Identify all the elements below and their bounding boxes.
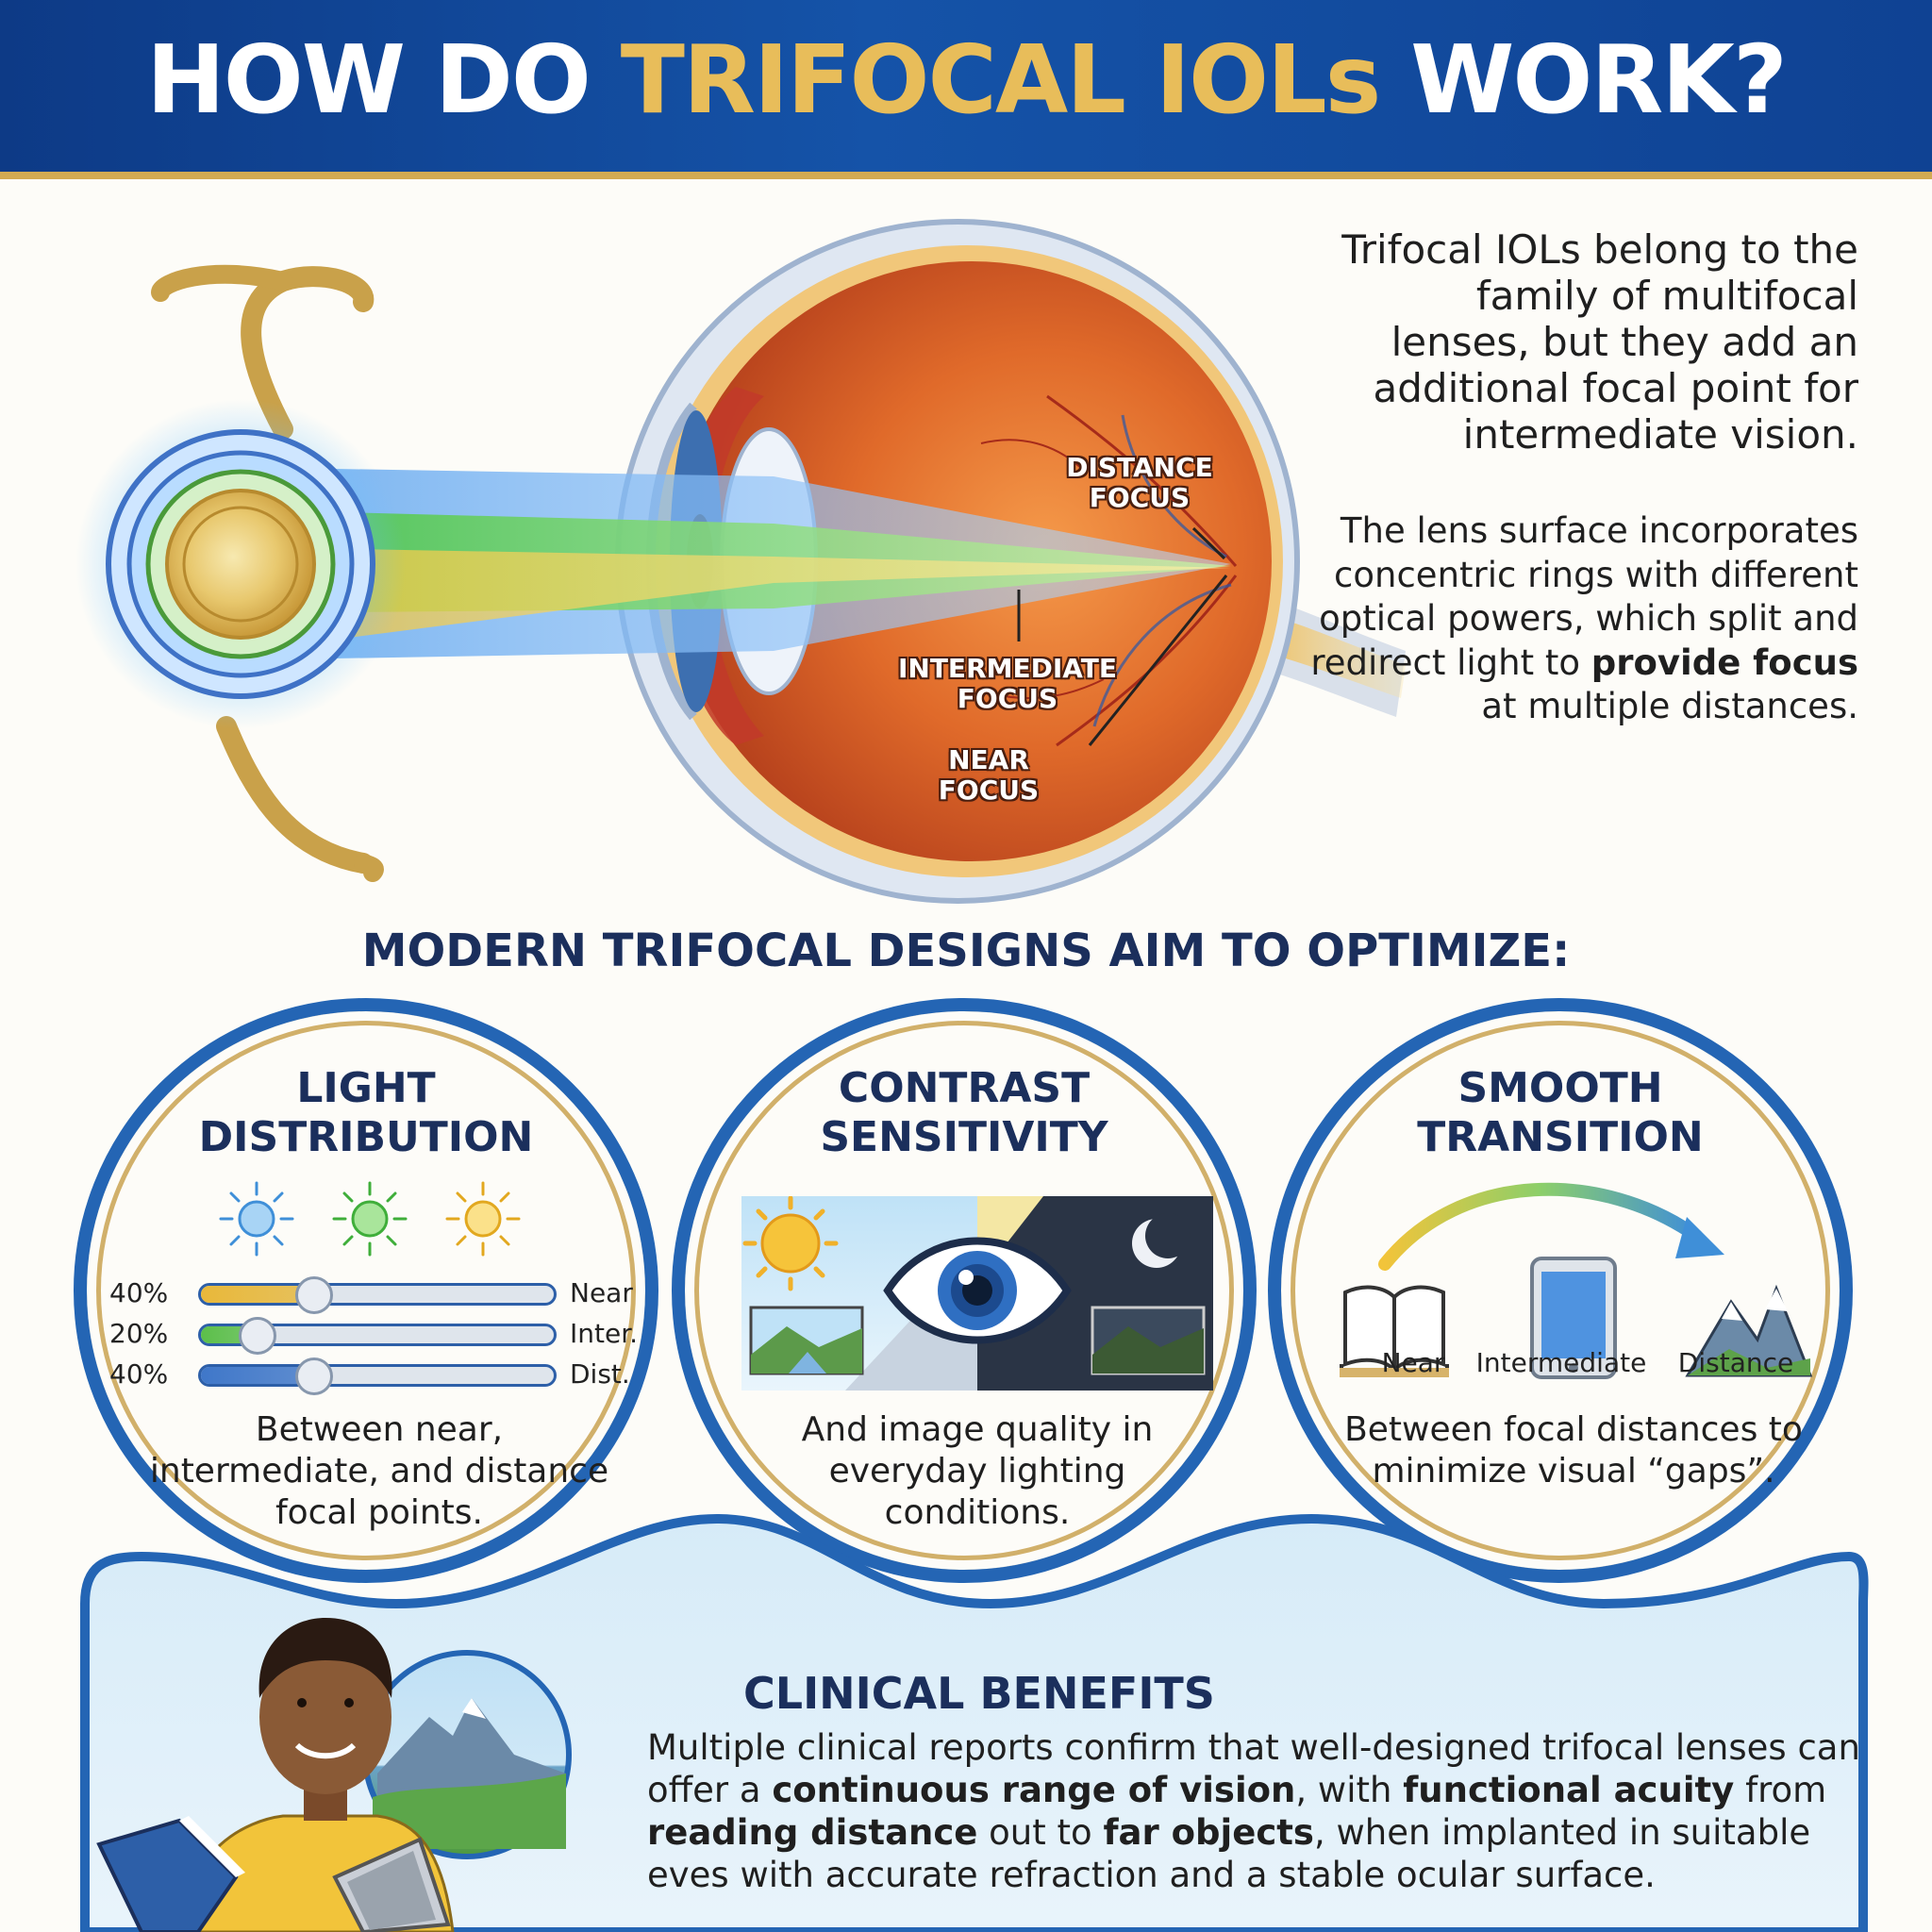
intro-paragraph-1: Trifocal IOLs belong to the family of mu… — [1341, 226, 1858, 458]
sun-icon — [742, 1196, 839, 1291]
title-highlight: TRIFOCAL IOLs — [620, 25, 1382, 135]
bar-percent-inter: 20% — [109, 1318, 169, 1349]
transition-title-line2: TRANSITION — [1417, 1113, 1704, 1161]
title-pre: HOW DO — [146, 25, 621, 135]
transition-label-near: Near — [1381, 1347, 1445, 1378]
intro-paragraph-2: The lens surface incorporates concentric… — [1292, 509, 1858, 729]
clin-t4: out to — [977, 1812, 1104, 1853]
transition-arrow — [1378, 1182, 1703, 1271]
light-title-line1: LIGHT — [296, 1064, 436, 1112]
page-title: HOW DO TRIFOCAL IOLs WORK? — [0, 25, 1932, 135]
clin-t1: Multiple clinical reports confirm that w… — [647, 1727, 1860, 1810]
bar-percent-dist: 40% — [109, 1358, 169, 1390]
light-title-line2: DISTRIBUTION — [198, 1113, 534, 1161]
bar-knob-inter — [238, 1317, 276, 1355]
intro-p2-text-end: at multiple distances. — [1481, 686, 1858, 726]
eye-icon — [883, 1237, 1072, 1344]
clin-t2: , with — [1295, 1770, 1404, 1810]
bar-label-inter: Inter. — [570, 1318, 639, 1349]
contrast-title-line2: SENSITIVITY — [820, 1113, 1108, 1161]
bar-percent-near: 40% — [109, 1277, 169, 1308]
day-landscape-photo — [749, 1306, 864, 1375]
bar-track-dist — [198, 1357, 557, 1395]
intro-p2-text: The lens surface incorporates concentric… — [1310, 510, 1858, 683]
landscape-photo — [362, 1650, 572, 1859]
bar-knob-near — [294, 1276, 333, 1314]
transition-label-distance: Distance — [1677, 1347, 1794, 1378]
day-night-eye-graphic — [741, 1196, 1213, 1391]
book-icon — [1340, 1285, 1449, 1377]
contrast-title-line1: CONTRAST — [838, 1064, 1091, 1112]
circle-desc-contrast: And image quality in everyday lighting c… — [801, 1410, 1154, 1532]
clin-b1: continuous range of vision — [772, 1770, 1296, 1810]
bar-fill-near — [201, 1286, 314, 1303]
intro-p2-bold: provide focus — [1591, 641, 1858, 683]
mountain-icon — [1685, 1284, 1813, 1377]
near-focus-label: NEAR FOCUS — [938, 744, 1040, 806]
eye-iol-illustration — [75, 219, 1406, 904]
bar-track-inter — [198, 1317, 557, 1355]
book-icon-person — [96, 1816, 245, 1932]
sun-icon-green — [332, 1181, 408, 1257]
bar-label-near: Near — [570, 1277, 633, 1308]
person-illustration — [96, 1618, 455, 1932]
clinical-benefits-text: Multiple clinical reports confirm that w… — [647, 1726, 1874, 1896]
sun-icons — [219, 1181, 521, 1257]
circle-desc-light: Between near, intermediate, and distance… — [149, 1410, 609, 1532]
distance-focus-line2: FOCUS — [1089, 482, 1191, 513]
tablet-icon — [1530, 1257, 1617, 1379]
clin-b2: functional acuity — [1403, 1770, 1735, 1810]
moon-icon — [1132, 1213, 1191, 1268]
clinical-benefits-panel — [80, 1513, 1869, 1932]
arrow-head-icon — [1675, 1217, 1724, 1258]
bar-track-near — [198, 1276, 557, 1314]
header-banner: HOW DO TRIFOCAL IOLs WORK? — [0, 0, 1932, 179]
clinical-benefits-title: CLINICAL BENEFITS — [743, 1668, 1215, 1719]
tablet-icon-person — [332, 1837, 451, 1932]
intermediate-focus-line2: FOCUS — [957, 683, 1058, 714]
transition-title-line1: SMOOTH — [1457, 1064, 1663, 1112]
bar-knob-dist — [294, 1357, 333, 1395]
distance-focus-line1: DISTANCE — [1066, 452, 1213, 483]
clin-b4: far objects — [1103, 1812, 1314, 1853]
transition-graphic — [1340, 1182, 1813, 1379]
clin-t5: , when implanted in suitable eves with a… — [647, 1812, 1811, 1895]
bar-label-dist: Dist. — [570, 1358, 630, 1390]
transition-label-intermediate: Intermediate — [1475, 1347, 1647, 1378]
clin-t3: from — [1734, 1770, 1827, 1810]
sun-icon-yellow — [445, 1181, 521, 1257]
section-heading: MODERN TRIFOCAL DESIGNS AIM TO OPTIMIZE: — [361, 924, 1571, 977]
bar-fill-dist — [201, 1367, 314, 1384]
sun-icon-blue — [219, 1181, 294, 1257]
clin-b3: reading distance — [647, 1812, 978, 1853]
title-post: WORK? — [1379, 25, 1788, 135]
night-landscape-photo — [1091, 1306, 1206, 1375]
circle-desc-transition: Between focal distances to minimize visu… — [1344, 1410, 1803, 1491]
intermediate-focus-line1: INTERMEDIATE — [897, 653, 1117, 684]
